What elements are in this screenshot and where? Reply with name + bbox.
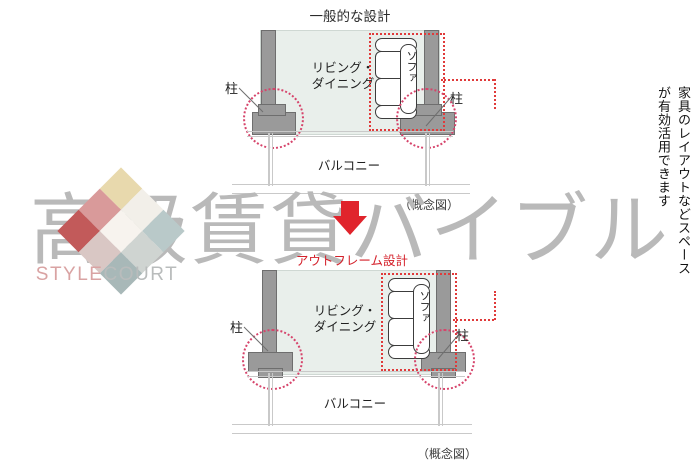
balcony-edge-top2-outframe [247,376,465,377]
diagram-standard-design: 一般的な設計 リビング・ ダイニング ソファ 柱 [0,0,700,212]
pillar-callout-left-standard [238,87,264,113]
room-label-line1-standard: リビング・ [311,60,375,75]
pillar-callout-right-standard [425,95,453,127]
balcony-post-left-outframe [268,373,270,426]
balcony-post-left-standard [268,133,270,186]
balcony-floor-outframe [232,433,472,434]
diagram-title-standard: 一般的な設計 [309,9,391,25]
column-right-highlight-outframe [414,329,475,390]
room-label-line1-outframe: リビング・ [313,303,377,318]
balcony-edge-top-outframe [247,371,465,372]
room-label-standard: リビング・ ダイニング [288,60,398,92]
logo-word-court: COURT [103,264,179,285]
annotation-vertical-text: 家具のレイアウトなどスペースが有効活用できます [655,86,690,275]
down-arrow-icon [333,201,367,235]
balcony-edge-top-standard [247,131,453,132]
stylecourt-logo: STYLECOURT [24,167,190,295]
balcony-post-right-outframe [438,373,440,426]
sofa-label-standard: ソファ [405,50,418,83]
balcony-rail-standard [232,184,470,185]
pillar-label-left-outframe: 柱 [230,321,244,336]
balcony-post-left2-outframe [272,373,273,426]
sofa-label-outframe: ソファ [418,290,431,323]
diagram-title-outframe: アウトフレーム設計 [295,253,409,268]
room-label-outframe: リビング・ ダイニング [290,303,400,335]
concept-note-outframe: （概念図） [417,447,478,461]
room-label-line2-standard: ダイニング [311,76,375,91]
balcony-label-standard: バルコニー [317,158,381,173]
pillar-label-right-outframe: 柱 [456,329,470,344]
logo-wordmark: STYLECOURT [24,264,190,286]
connector-v-outframe [494,291,496,320]
column-left-highlight-standard [243,88,304,149]
diagram-outframe-design: リビング・ ダイニング ソファ 柱 柱 [0,255,700,467]
balcony-post-left2-standard [272,133,273,186]
balcony-rail-outframe [232,424,472,425]
balcony-edge-top2-standard [247,136,453,137]
concept-note-standard: （概念図） [399,198,460,212]
balcony-post-right-standard [425,133,427,186]
pillar-callout-left-outframe [243,326,269,352]
balcony-post-right2-standard [429,133,430,186]
pillar-label-right-standard: 柱 [450,92,464,107]
room-label-line2-outframe: ダイニング [313,319,377,334]
balcony-post-right2-outframe [442,373,443,426]
pillar-label-left-standard: 柱 [225,82,239,97]
balcony-floor-standard [232,193,470,194]
connector-h-outframe [453,319,494,321]
pillar-callout-right-outframe [437,332,461,360]
connector-v-standard [494,79,496,109]
connector-h-standard [441,79,494,81]
balcony-label-outframe: バルコニー [323,396,387,411]
logo-word-style: STYLE [35,264,104,285]
